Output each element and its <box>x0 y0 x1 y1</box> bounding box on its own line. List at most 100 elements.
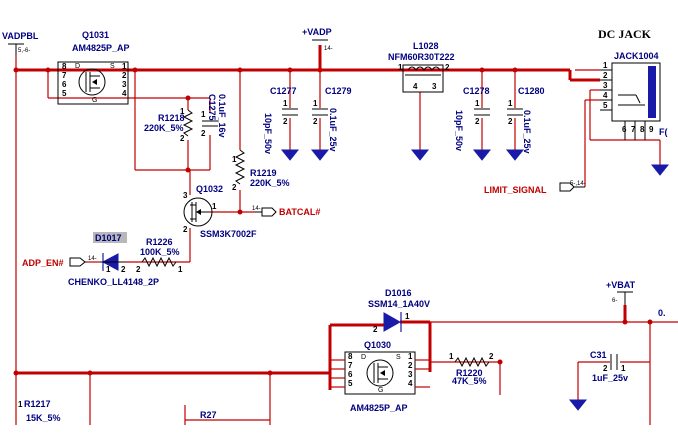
pin-number: 1 <box>232 155 237 164</box>
pin-number: 3 <box>183 191 188 200</box>
pin-letter: G <box>92 97 97 104</box>
q1030-ref: Q1030 <box>364 340 391 350</box>
c1278-ref: C1278 <box>463 86 490 96</box>
vadpbl-ref: 5,-6- <box>18 48 30 54</box>
pin-number: 2 <box>201 129 206 138</box>
junction <box>237 67 243 73</box>
vadpbl-flag: VADPBL 5,-6- <box>2 31 39 55</box>
r1220-ref: R1220 <box>456 368 483 378</box>
junction <box>185 95 191 101</box>
pin-number: 4 <box>408 379 413 388</box>
ground-icon <box>310 149 330 161</box>
ground-icon <box>505 149 525 161</box>
pin-number: 1 <box>212 202 217 211</box>
pin-number: 1 <box>475 99 480 108</box>
pin-number: 8 <box>62 62 67 71</box>
pin-number: 3 <box>408 370 413 379</box>
l1028-value: NFM60R30T222 <box>388 52 455 62</box>
junction <box>185 167 191 173</box>
dc-jack-connector: DC JACK JACK1004 1 2 3 4 5 6 7 8 9 F( <box>598 27 668 140</box>
pin-number: 2 <box>408 361 413 370</box>
ground-icon <box>568 399 588 411</box>
ground-icon <box>650 164 670 176</box>
pin-number: 2 <box>232 183 237 192</box>
d1016-diode: 2 1 D1016 SSM14_1A40V <box>368 288 430 334</box>
pin-number: 9 <box>649 125 654 134</box>
junction <box>497 359 503 365</box>
limit-signal-ref: 5-,14- <box>570 181 586 187</box>
pin-number: 8 <box>640 125 645 134</box>
pin-number: 2 <box>603 71 608 80</box>
r27-ref: R27 <box>200 410 217 420</box>
adp-en-label: ADP_EN# <box>22 258 64 268</box>
ground-icon <box>472 149 492 161</box>
r1217-ref: R1217 <box>24 399 51 409</box>
pin-number: 6 <box>348 370 353 379</box>
vbat-ref: 6- <box>612 298 617 304</box>
c1279-ref: C1279 <box>325 86 352 96</box>
pin-letter: D <box>361 354 366 361</box>
r1219-resistor: R1219 220K_5% 1 2 <box>232 149 290 192</box>
pin-number: 8 <box>348 352 353 361</box>
pin-number: 2 <box>603 364 608 373</box>
ground-symbols <box>280 149 670 411</box>
junction <box>132 67 138 73</box>
junction <box>647 319 653 325</box>
ground-icon <box>410 149 430 161</box>
pin-number: 4 <box>603 91 608 100</box>
batcal-label: BATCAL# <box>279 207 320 217</box>
pin-number: 1 <box>106 265 111 274</box>
pin-number: 1 <box>180 107 185 116</box>
pin-number: 2 <box>180 134 185 143</box>
pin-number: 2 <box>489 352 494 361</box>
c1279-capacitor: C1279 0.1uF_25v 1 2 <box>312 86 352 152</box>
batcal-ref: 14- <box>252 206 261 212</box>
pin-number: 6 <box>622 125 627 134</box>
pin-number: 1 <box>449 352 454 361</box>
junction <box>267 370 273 376</box>
q1031-ref: Q1031 <box>82 30 109 40</box>
q1032-mosfet: Q1032 SSM3K7002F 3 2 1 <box>183 184 257 239</box>
d1017-value: CHENKO_LL4148_2P <box>68 277 159 287</box>
pin-number: 2 <box>475 117 480 126</box>
pin-number: 1 <box>603 61 608 70</box>
dc-jack-title: DC JACK <box>598 27 652 41</box>
d1016-ref: D1016 <box>385 288 412 298</box>
pin-number: 4 <box>413 82 418 91</box>
ground-icon <box>280 149 300 161</box>
vbat-flag: +VBAT 6- 0. <box>606 280 666 318</box>
c1275-value: 0.1uF_16v <box>217 94 227 138</box>
c31-capacitor: C31 1uF_25v 2 1 <box>590 350 628 383</box>
vadp-label: +VADP <box>302 27 332 37</box>
c1279-value: 0.1uF_25v <box>328 108 338 152</box>
d1016-value: SSM14_1A40V <box>368 299 430 309</box>
r1226-value: 100K_5% <box>140 247 180 257</box>
r1217-resistor: R1217 15K_5% 1 <box>18 399 61 423</box>
junction <box>317 67 323 73</box>
r27-resistor: R27 <box>200 410 217 420</box>
d1017-ref: D1017 <box>95 233 122 243</box>
c31-value: 1uF_25v <box>592 373 628 383</box>
pin-number: 5 <box>348 379 353 388</box>
pin-number: 2 <box>445 63 450 72</box>
pin-number: 7 <box>348 361 353 370</box>
q1032-value: SSM3K7002F <box>200 229 257 239</box>
r1226-ref: R1226 <box>146 237 173 247</box>
r1220-resistor: R1220 47K_5% 1 2 <box>449 352 494 386</box>
vadpbl-label: VADPBL <box>2 31 39 41</box>
r1219-ref: R1219 <box>250 168 277 178</box>
pin-number: 2 <box>121 265 126 274</box>
pin-number: 3 <box>603 81 608 90</box>
vadp-ref: 14- <box>324 46 333 52</box>
c1280-capacitor: C1280 0.1uF_25v 1 2 <box>507 86 545 154</box>
adp-en-ref: 14- <box>88 256 97 262</box>
pin-number: 6 <box>62 80 67 89</box>
l1028-ref: L1028 <box>413 41 439 51</box>
c1277-ref: C1277 <box>270 86 297 96</box>
vbat-label: +VBAT <box>606 280 636 290</box>
pin-number: 1 <box>398 63 403 72</box>
pin-number: 2 <box>313 117 318 126</box>
pin-number: 1 <box>18 400 23 409</box>
q1031-mosfet: Q1031 AM4825P_AP 8 7 6 5 1 2 3 4 D S G <box>57 30 130 105</box>
